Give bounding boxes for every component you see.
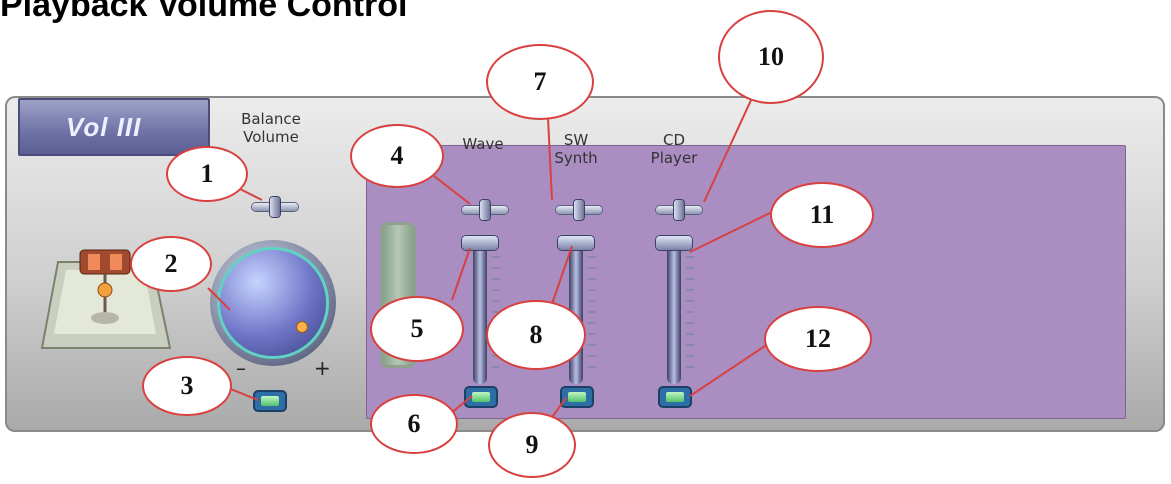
slider-thumb[interactable] (558, 236, 594, 250)
mute-led-icon (666, 392, 684, 402)
balance-label: Balance (241, 110, 301, 128)
slider-track (667, 244, 681, 384)
volume-label: Volume (243, 128, 299, 146)
callout-7: 7 (486, 44, 594, 120)
balance-knob[interactable] (574, 200, 584, 220)
plus-sign: + (314, 356, 331, 380)
callout-9: 9 (488, 412, 576, 478)
cd-player-label-2: Player (650, 149, 698, 167)
minus-sign: – (236, 356, 246, 380)
master-volume-knob[interactable] (210, 240, 336, 366)
callout-2: 2 (130, 236, 212, 292)
slider-thumb[interactable] (462, 236, 498, 250)
callout-3: 3 (142, 356, 232, 416)
slider-ticks (588, 256, 596, 376)
slider-track (473, 244, 487, 384)
balance-knob[interactable] (480, 200, 490, 220)
cd-player-volume-slider[interactable] (656, 236, 694, 384)
cd-player-balance-slider[interactable] (656, 200, 702, 220)
sw-synth-mute-button[interactable] (562, 388, 592, 406)
wave-balance-slider[interactable] (462, 200, 508, 220)
wave-label: Wave (462, 135, 504, 153)
slider-ticks (686, 256, 694, 376)
cd-player-mute-button[interactable] (660, 388, 690, 406)
balance-knob[interactable] (270, 197, 280, 217)
callout-6: 6 (370, 394, 458, 454)
mute-led-icon (472, 392, 490, 402)
callout-8: 8 (486, 300, 586, 370)
balance-knob[interactable] (674, 200, 684, 220)
master-balance-slider[interactable] (252, 197, 298, 217)
sw-synth-label-1: SW (563, 131, 589, 149)
slider-thumb[interactable] (656, 236, 692, 250)
callout-4: 4 (350, 124, 444, 188)
callout-1: 1 (166, 146, 248, 202)
sw-synth-label-2: Synth (554, 149, 598, 167)
page-title: Playback Volume Control (0, 0, 408, 24)
callout-11: 11 (770, 182, 874, 248)
vol-logo: Vol III (18, 98, 210, 156)
speaker-illustration (36, 244, 174, 356)
volume-dial[interactable] (220, 250, 326, 356)
knob-indicator-dot (297, 322, 307, 332)
mute-led-icon (568, 392, 586, 402)
mute-led-icon (261, 396, 279, 406)
callout-10: 10 (718, 10, 824, 104)
sw-synth-balance-slider[interactable] (556, 200, 602, 220)
cd-player-label-1: CD (662, 131, 686, 149)
callout-5: 5 (370, 296, 464, 362)
callout-12: 12 (764, 306, 872, 372)
wave-mute-button[interactable] (466, 388, 496, 406)
master-mute-button[interactable] (255, 392, 285, 410)
